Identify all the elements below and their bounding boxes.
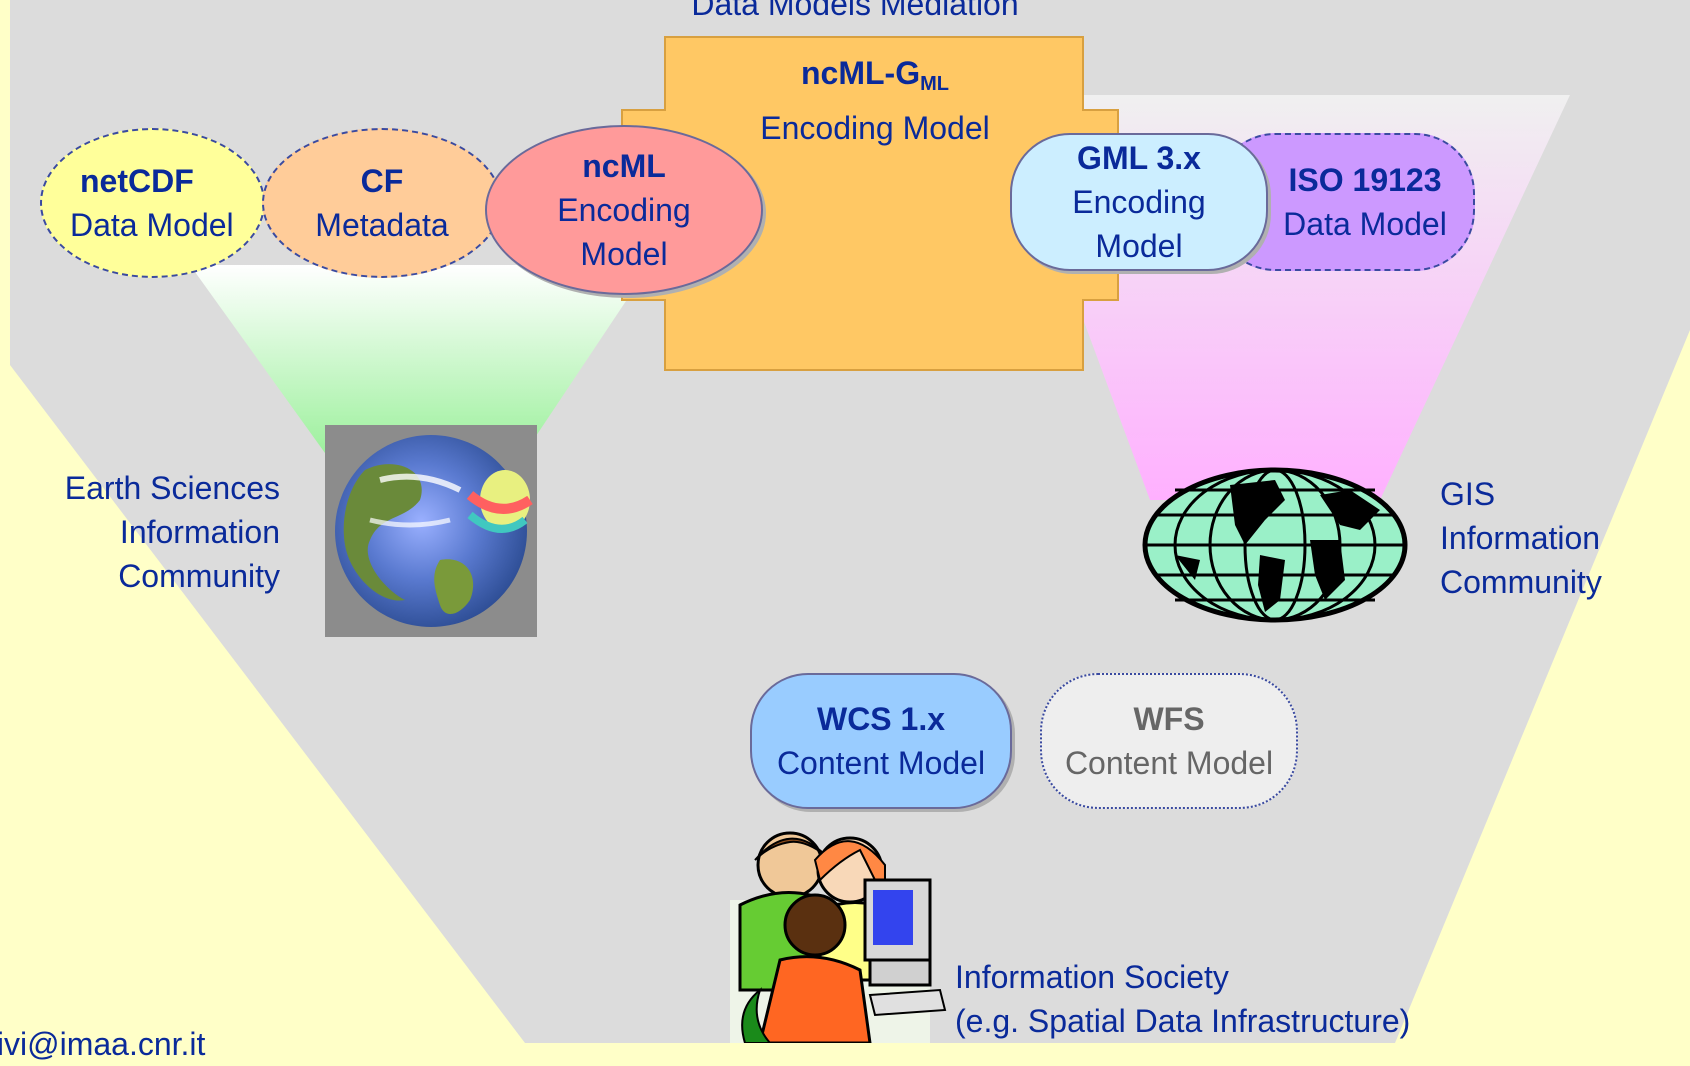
footer-email: tivi@imaa.cnr.it	[0, 1026, 206, 1062]
society-line-1: Information Society	[955, 959, 1229, 995]
netcdf-label: netCDF	[80, 163, 194, 199]
people-computer-icon	[730, 831, 947, 1043]
cf-metadata-bubble: CF Metadata	[262, 128, 502, 278]
ncml-encoding-model-bubble: ncML Encoding Model	[485, 125, 763, 295]
wfs-desc: Content Model	[1064, 745, 1274, 781]
gml-desc-2: Model	[1095, 228, 1183, 264]
diagram-title: Data Models Mediation	[691, 0, 1019, 22]
gml-encoding-model-bubble: GML 3.x Encoding Model	[1010, 133, 1268, 271]
center-box-subtitle: Encoding Model	[760, 109, 990, 146]
iso-desc: Data Model	[1283, 206, 1447, 242]
gis-community-label: GIS Information Community	[1440, 472, 1680, 604]
green-cone	[190, 265, 650, 460]
netcdf-desc: Data Model	[70, 207, 234, 243]
center-box: ncML-GML Encoding Model	[680, 52, 1070, 148]
society-line-2: (e.g. Spatial Data Infrastructure)	[955, 1003, 1411, 1039]
center-box-shape	[621, 36, 1119, 371]
iso-label: ISO 19123	[1288, 162, 1442, 198]
center-box-title: ncML-GML	[801, 54, 949, 95]
netcdf-data-model-bubble: netCDF Data Model	[40, 128, 265, 278]
earth-globe-icon	[325, 425, 537, 637]
information-society-label: Information Society (e.g. Spatial Data I…	[955, 955, 1515, 1043]
earth-line-2: Information	[119, 514, 280, 550]
gml-label: GML 3.x	[1077, 140, 1201, 176]
gis-line-3: Community	[1440, 564, 1602, 600]
gis-line-2: Information	[1440, 520, 1601, 556]
world-map-icon	[1142, 467, 1408, 623]
ncml-label: ncML	[582, 148, 666, 184]
earth-sciences-community-label: Earth Sciences Information Community	[0, 466, 280, 598]
wcs-content-model-bubble: WCS 1.x Content Model	[750, 673, 1012, 809]
wfs-label: WFS	[1133, 701, 1205, 737]
gis-line-1: GIS	[1440, 476, 1496, 512]
cf-desc: Metadata	[315, 207, 449, 243]
wcs-label: WCS 1.x	[816, 701, 946, 737]
ncml-desc-1: Encoding	[557, 192, 691, 228]
earth-line-1: Earth Sciences	[64, 470, 280, 506]
wfs-content-model-bubble: WFS Content Model	[1040, 673, 1298, 809]
cf-label: CF	[360, 163, 404, 199]
wcs-desc: Content Model	[776, 745, 986, 781]
gml-desc-1: Encoding	[1072, 184, 1206, 220]
earth-line-3: Community	[118, 558, 280, 594]
ncml-desc-2: Model	[580, 236, 668, 272]
